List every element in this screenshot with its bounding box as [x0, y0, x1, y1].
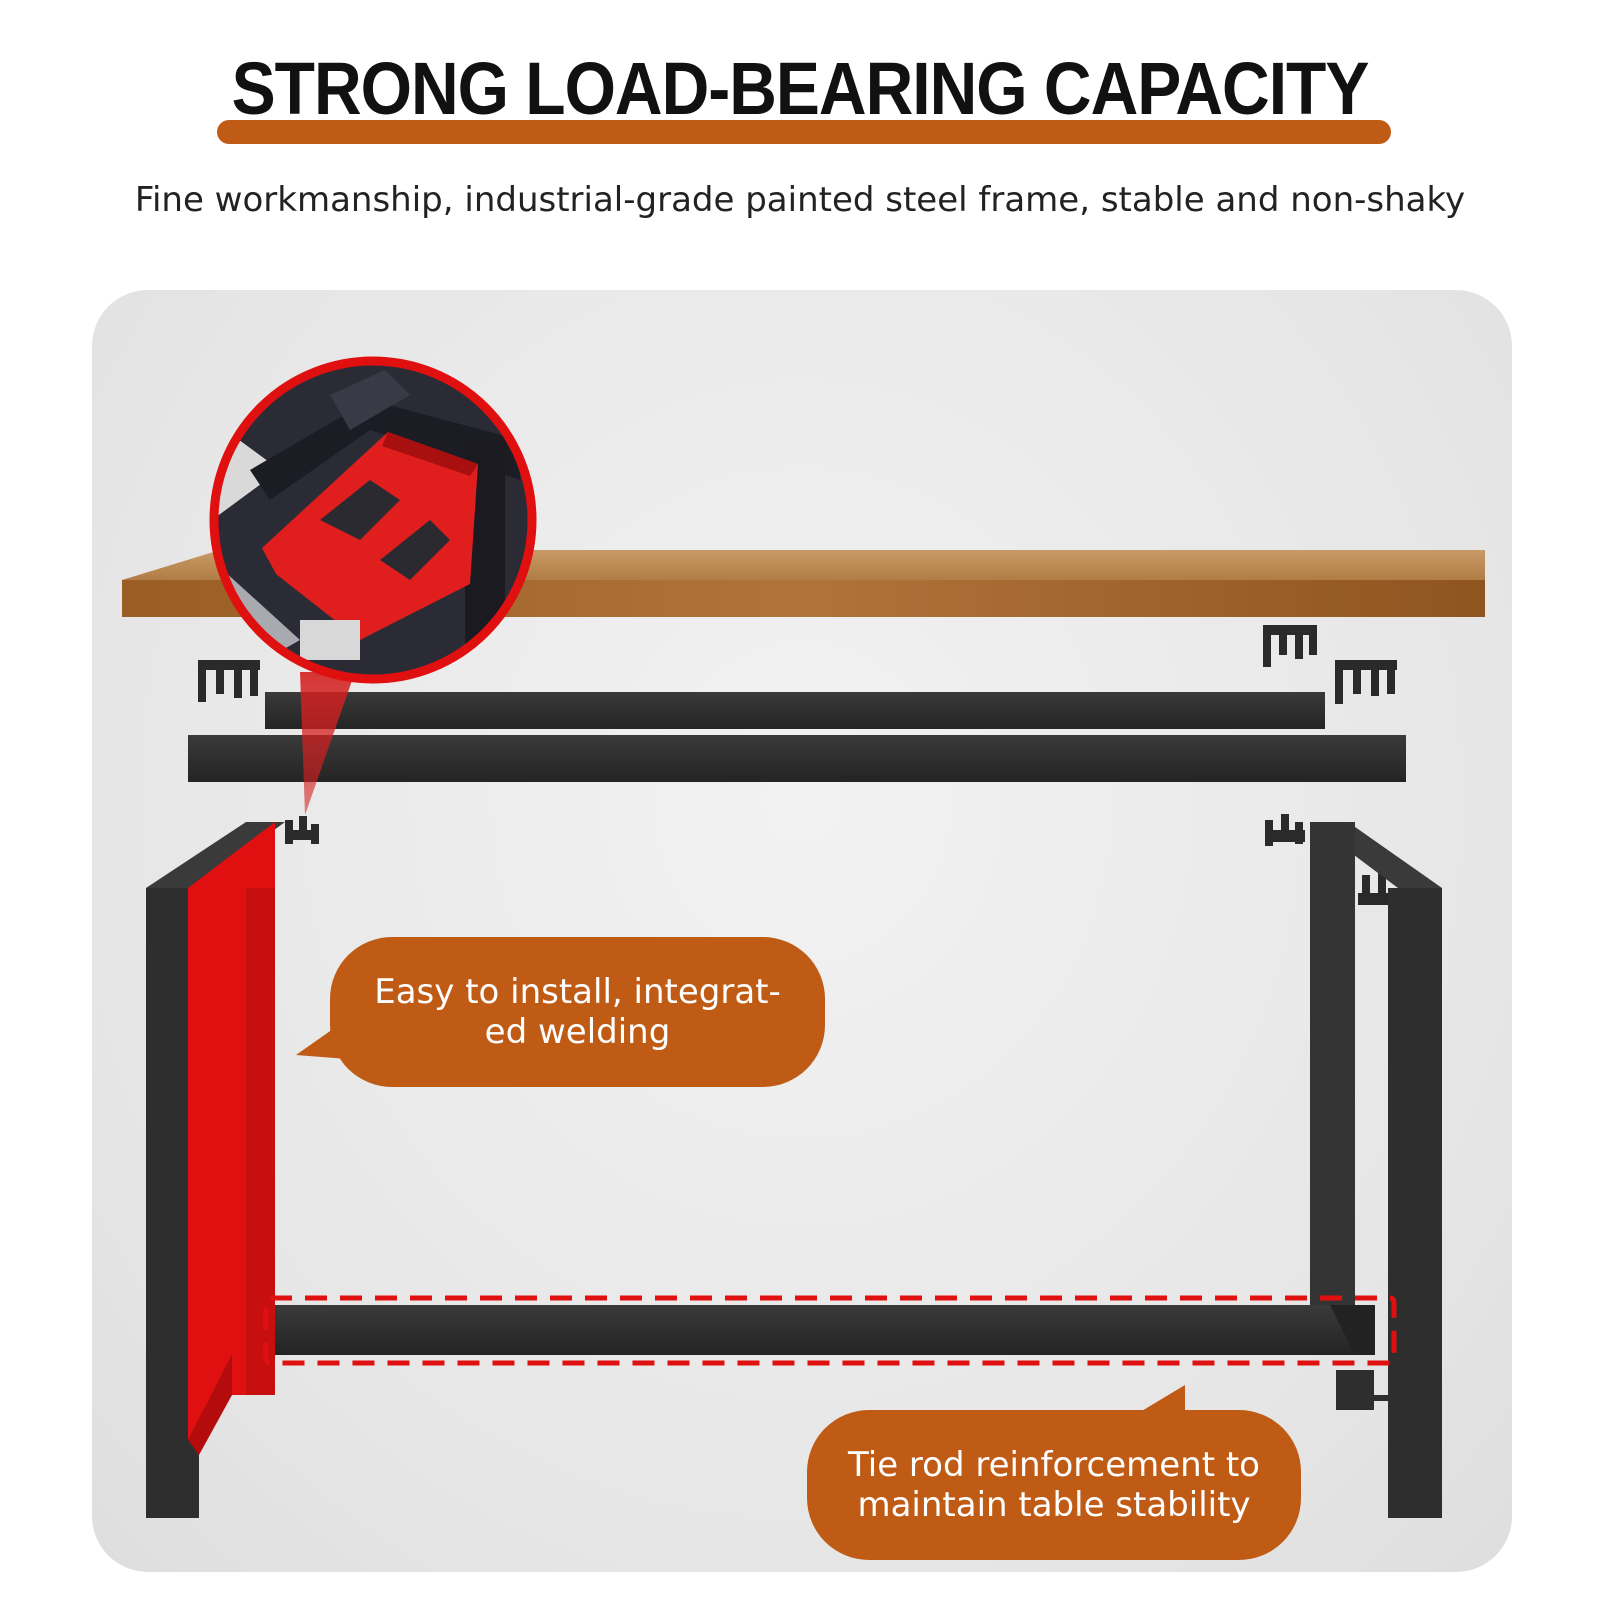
subtitle-text: Fine workmanship, industrial-grade paint… — [134, 180, 1466, 220]
left-leg-frame — [146, 822, 285, 1518]
title-underline-bar — [217, 120, 1391, 144]
callout-tie-rod-line2: maintain table stability — [857, 1485, 1251, 1525]
tie-rod-highlight-dashed — [263, 1295, 1397, 1366]
callout-tie-rod-line1: Tie rod reinforcement to — [848, 1445, 1260, 1485]
headline-title: STRONG LOAD-BEARING CAPACITY — [231, 46, 1370, 130]
zoom-detail-circle — [209, 356, 537, 684]
lower-tie-rod — [275, 1305, 1375, 1355]
right-leg-frame — [1310, 822, 1442, 1518]
callout-tail-tie-rod — [1130, 1385, 1185, 1418]
callout-easy-install: Easy to install, integrat- ed welding — [330, 937, 825, 1087]
callout-install-line1: Easy to install, integrat- — [374, 972, 781, 1012]
zoom-pointer — [300, 672, 355, 815]
hook-brackets — [198, 625, 1397, 905]
upper-rails — [188, 692, 1406, 782]
callout-install-line2: ed welding — [484, 1012, 671, 1052]
callout-tie-rod: Tie rod reinforcement to maintain table … — [807, 1410, 1301, 1560]
